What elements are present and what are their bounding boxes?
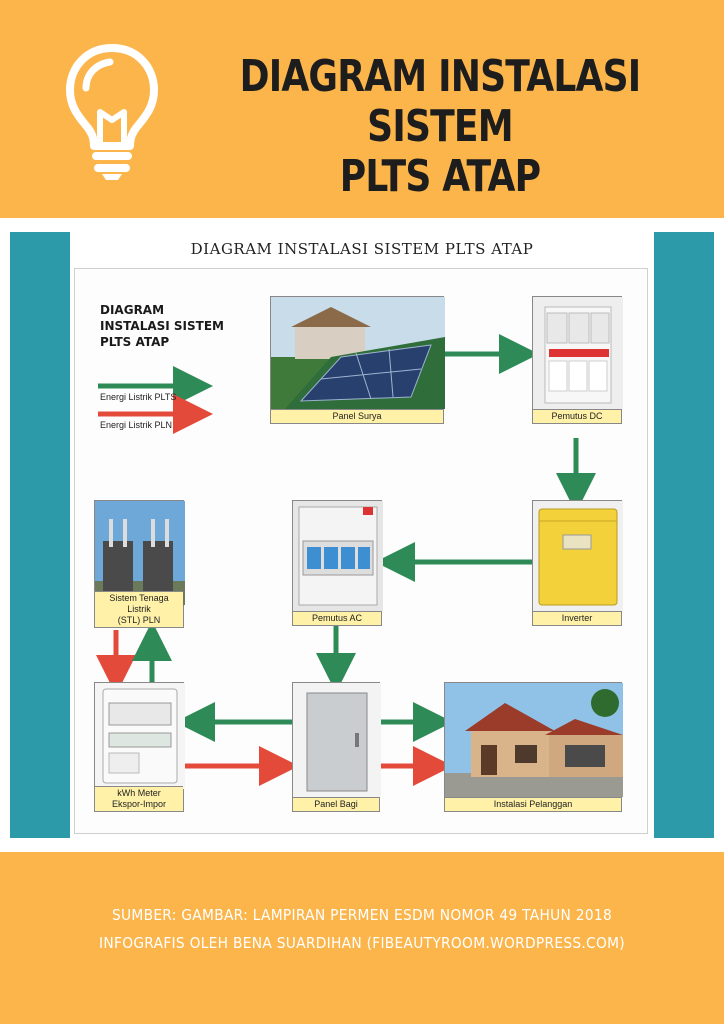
legend-title-line-3: PLTS ATAP: [100, 335, 170, 349]
label-pemutus-ac: Pemutus AC: [293, 611, 381, 625]
node-pemutus-ac: Pemutus AC: [292, 500, 383, 626]
teal-bar-left: [10, 232, 70, 838]
label-stl-line-2: (STL) PLN: [117, 615, 161, 625]
legend-label-pln: Energi Listrik PLN: [100, 420, 173, 430]
legend-label-plts: Energi Listrik PLTS: [100, 392, 177, 402]
node-pemutus-dc: Pemutus DC: [532, 296, 623, 424]
inverter-photo: [533, 501, 623, 611]
label-stl-line-1: Sistem Tenaga Listrik: [109, 593, 169, 614]
node-stl-pln: Sistem Tenaga Listrik (STL) PLN: [94, 500, 185, 628]
diagram-heading: DIAGRAM INSTALASI SISTEM PLTS ATAP: [190, 240, 534, 258]
node-kwh-meter: kWh Meter Ekspor-Impor: [94, 682, 185, 812]
title-line-2: PLTS ATAP: [339, 151, 541, 202]
lightbulb-icon: [66, 44, 158, 180]
substation-photo: [95, 501, 185, 605]
footer-source: SUMBER: GAMBAR: LAMPIRAN PERMEN ESDM NOM…: [111, 906, 613, 924]
label-stl-pln: Sistem Tenaga Listrik (STL) PLN: [95, 591, 183, 627]
diagram-panel: DIAGRAM INSTALASI SISTEM PLTS ATAP DIAGR…: [0, 218, 724, 852]
kwh-meter-photo: [95, 683, 185, 789]
house-photo: [445, 683, 623, 797]
node-inverter: Inverter: [532, 500, 623, 626]
header: DIAGRAM INSTALASI SISTEM PLTS ATAP: [0, 0, 724, 218]
footer-credit: INFOGRAFIS OLEH BENA SUARDIHAN (FIBEAUTY…: [99, 934, 625, 952]
label-instalasi-pelanggan: Instalasi Pelanggan: [445, 797, 621, 811]
teal-bar-right: [654, 232, 714, 838]
legend-title: DIAGRAM INSTALASI SISTEM PLTS ATAP: [100, 302, 224, 350]
label-inverter: Inverter: [533, 611, 621, 625]
flow-arrows: [96, 334, 596, 786]
page-title: DIAGRAM INSTALASI SISTEM PLTS ATAP: [227, 52, 653, 202]
node-panel-bagi: Panel Bagi: [292, 682, 381, 812]
distribution-panel-photo: [293, 683, 381, 797]
solar-panel-photo: [271, 297, 445, 409]
label-kwh-line-2: Ekspor-Impor: [111, 799, 166, 809]
node-panel-surya: Panel Surya: [270, 296, 445, 424]
footer: SUMBER: GAMBAR: LAMPIRAN PERMEN ESDM NOM…: [0, 852, 724, 1024]
dc-breaker-photo: [533, 297, 623, 409]
label-panel-surya: Panel Surya: [271, 409, 443, 423]
title-line-1: DIAGRAM INSTALASI SISTEM: [239, 51, 642, 152]
diagram-image: DIAGRAM INSTALASI SISTEM PLTS ATAP DIAGR…: [72, 232, 652, 838]
legend-title-line-1: DIAGRAM: [100, 303, 165, 317]
label-panel-bagi: Panel Bagi: [293, 797, 379, 811]
node-instalasi-pelanggan: Instalasi Pelanggan: [444, 682, 623, 812]
legend-title-line-2: INSTALASI SISTEM: [100, 319, 224, 333]
label-kwh-line-1: kWh Meter: [117, 788, 161, 798]
label-kwh-meter: kWh Meter Ekspor-Impor: [95, 786, 183, 811]
label-pemutus-dc: Pemutus DC: [533, 409, 621, 423]
ac-breaker-photo: [293, 501, 383, 611]
